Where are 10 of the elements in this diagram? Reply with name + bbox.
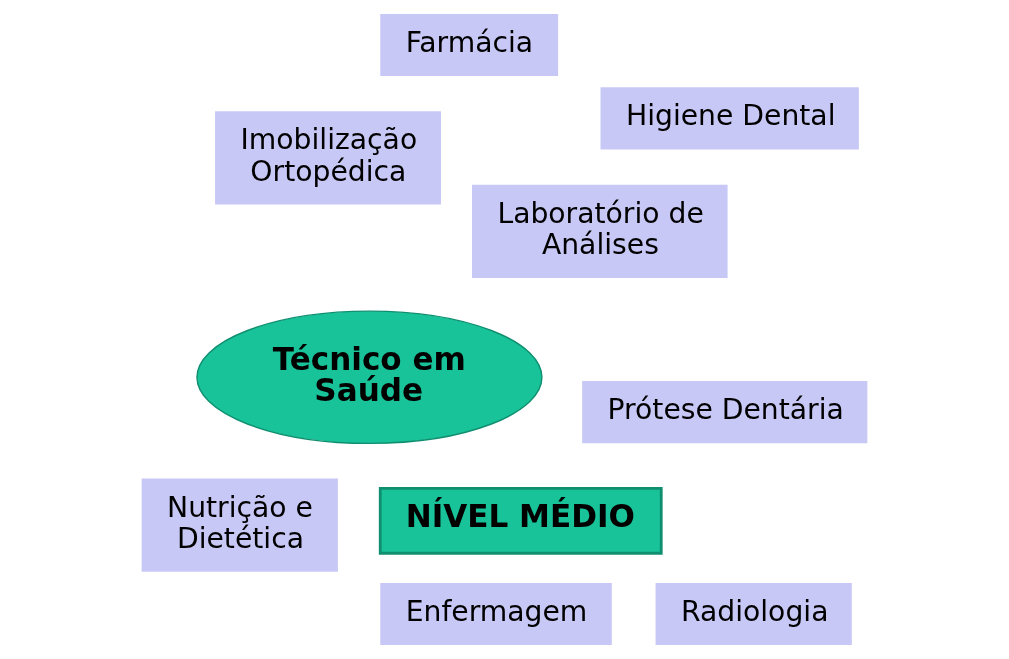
node-box: Prótese Dentária — [582, 381, 868, 444]
node-box: Higiene Dental — [600, 87, 859, 150]
node-box: NÍVEL MÉDIO — [378, 486, 663, 555]
node-box: Nutrição e Dietética — [141, 478, 338, 572]
node-box: Enfermagem — [380, 582, 612, 646]
node-box: Imobilização Ortopédica — [215, 111, 441, 205]
node-ellipse: Técnico em Saúde — [196, 310, 543, 445]
node-box: Laboratório de Análises — [472, 184, 728, 278]
node-box: Radiologia — [655, 582, 852, 646]
node-box: Farmácia — [380, 13, 559, 77]
